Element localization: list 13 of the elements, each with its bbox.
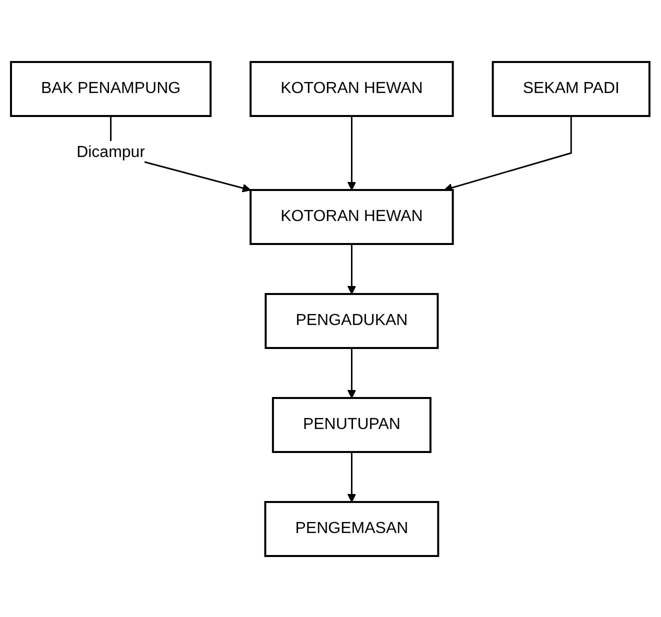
node-box: BAK PENAMPUNG bbox=[10, 60, 212, 116]
node-box: PENUTUPAN bbox=[272, 396, 432, 452]
edge-label: Dicampur bbox=[76, 144, 146, 160]
node-box: PENGADUKAN bbox=[264, 292, 439, 348]
node-box: SEKAM PADI bbox=[492, 60, 651, 116]
node-box: PENGEMASAN bbox=[264, 500, 440, 556]
arrow bbox=[348, 116, 356, 190]
arrow bbox=[348, 348, 356, 398]
node-box: KOTORAN HEWAN bbox=[250, 60, 454, 116]
arrow bbox=[348, 244, 356, 294]
node-box: KOTORAN HEWAN bbox=[250, 188, 454, 244]
arrow bbox=[444, 116, 572, 192]
arrow bbox=[348, 452, 356, 502]
